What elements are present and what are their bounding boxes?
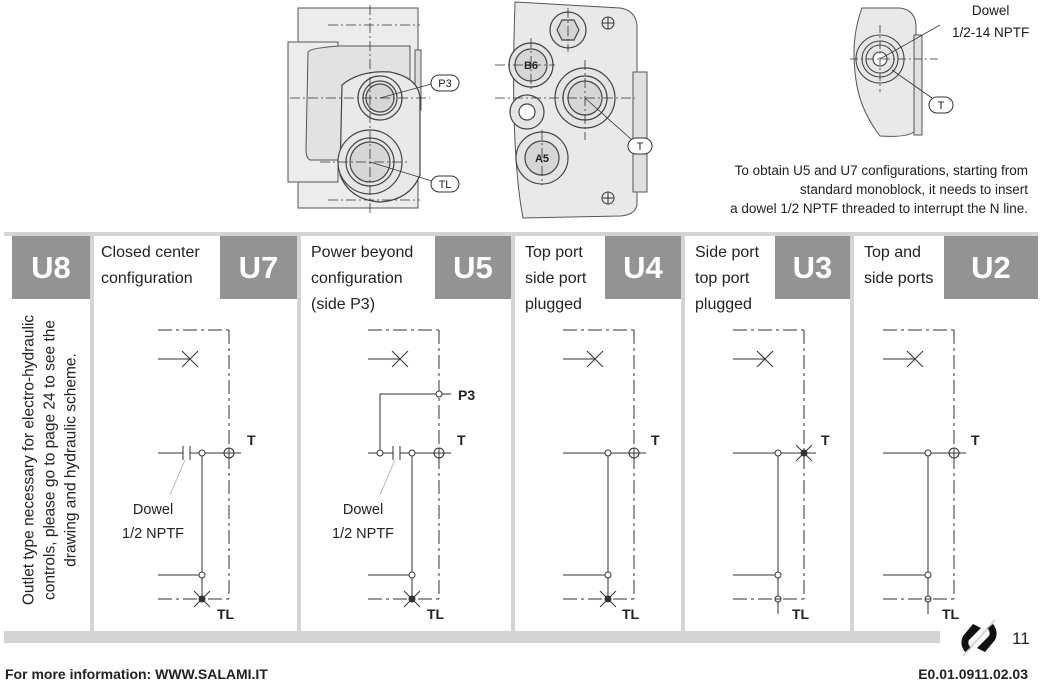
title-line: plugged [525, 296, 582, 313]
plug-cross-icon [906, 350, 924, 368]
dowel-leader [169, 459, 186, 496]
port-label-t: T [821, 432, 830, 448]
port-label-tl: TL [622, 606, 640, 622]
code-badge-u7: U7 [220, 236, 297, 299]
monoblock-side-view-drawing: P3 TL [287, 5, 460, 215]
dowel-text-line: Dowel [132, 502, 174, 518]
title-line: Power beyond [311, 244, 414, 261]
title-line: top port [695, 270, 750, 287]
title-line: Side port [695, 244, 760, 261]
salami-logo-icon [961, 619, 997, 657]
dowel-leader [379, 459, 396, 496]
port-label-tl: TL [792, 606, 810, 622]
dowel-text-line: 1/2 NPTF [332, 526, 395, 542]
junction-dot [774, 571, 782, 579]
title-line: configuration [311, 270, 403, 287]
configuration-note: To obtain U5 and U7 configurations, star… [730, 161, 1028, 218]
column-divider [681, 236, 685, 631]
dowel-thread-label: Dowel 1/2-14 NPTF [952, 0, 1029, 44]
note-line-2: standard monoblock, it needs to insert [799, 182, 1028, 197]
junction-dot [198, 449, 206, 457]
column-title-u4: Top port side port plugged [525, 240, 586, 318]
code-badge-u8: U8 [12, 236, 90, 299]
plug-cross-icon [586, 350, 604, 368]
dowel-text-line: 1/2 NPTF [122, 526, 185, 542]
junction-dot [408, 449, 416, 457]
plug-cross-icon [391, 350, 409, 368]
junction-dot [924, 449, 932, 457]
port-label-t: T [457, 432, 466, 448]
title-line: side port [525, 270, 587, 287]
column-title-u3: Side port top port plugged [695, 240, 759, 318]
column-divider [850, 236, 854, 631]
column-divider [90, 236, 94, 631]
more-info-link[interactable]: For more information: WWW.SALAMI.IT [5, 666, 268, 682]
callout-t-middle: T [637, 141, 644, 153]
code-badge-u4: U4 [605, 236, 681, 299]
port-p3-symbol [435, 390, 443, 398]
port-label-t: T [247, 432, 256, 448]
junction-dot [604, 571, 612, 579]
title-line: configuration [101, 270, 193, 287]
plug-cross-icon [599, 590, 617, 608]
callout-p3: P3 [438, 78, 451, 90]
plug-cross-icon [193, 590, 211, 608]
column-title-u7: Closed center configuration [101, 240, 200, 292]
note-line-3: a dowel 1/2 NPTF threaded to interrupt t… [730, 201, 1028, 216]
dowel-label-line-2: 1/2-14 NPTF [952, 25, 1030, 40]
callout-b6: B6 [524, 60, 538, 72]
dowel-label-line-1: Dowel [971, 3, 1010, 18]
title-line: plugged [695, 296, 752, 313]
port-label-t: T [651, 432, 660, 448]
port-label-tl: TL [942, 606, 960, 622]
junction-dot [774, 449, 782, 457]
code-badge-u3: U3 [775, 236, 850, 299]
code-badge-u5: U5 [435, 236, 511, 299]
port-label-t: T [971, 432, 980, 448]
column-title-u5: Power beyond configuration (side P3) [311, 240, 413, 318]
column-divider [297, 236, 301, 631]
dowel-text-line: Dowel [342, 502, 384, 518]
title-line: Closed center [101, 244, 200, 261]
junction-dot [376, 449, 384, 457]
top-drawings: P3 TL [0, 0, 1042, 225]
note-line-1: To obtain U5 and U7 configurations, star… [734, 163, 1028, 178]
title-line: (side P3) [311, 296, 376, 313]
column-title-u2: Top and side ports [864, 240, 933, 292]
port-label-tl: TL [217, 606, 235, 622]
title-line: Top and [864, 244, 921, 261]
plug-cross-icon [403, 590, 421, 608]
callout-t-right: T [938, 100, 945, 112]
grid-top-border [4, 232, 1038, 236]
junction-dot [198, 571, 206, 579]
title-line: side ports [864, 270, 934, 287]
callout-a5: A5 [535, 153, 549, 165]
plug-cross-icon [181, 350, 199, 368]
callout-tl: TL [439, 179, 452, 191]
plug-cross-icon [795, 444, 813, 462]
column-divider [511, 236, 515, 631]
title-line: Top port [525, 244, 583, 261]
code-badge-u2: U2 [944, 236, 1038, 299]
page-number: 11 [1012, 629, 1030, 648]
plug-cross-icon [756, 350, 774, 368]
document-code: E0.01.0911.02.03 [918, 666, 1028, 682]
junction-dot [408, 571, 416, 579]
dowel-annotation-u5: Dowel 1/2 NPTF [332, 498, 394, 546]
monoblock-outlet-detail-drawing: T [850, 7, 954, 137]
junction-dot [604, 449, 612, 457]
port-label-tl: TL [427, 606, 445, 622]
port-label-p3: P3 [458, 387, 476, 403]
monoblock-front-view-drawing: B6 A5 T [495, 1, 653, 219]
grid-bottom-border [4, 631, 940, 643]
junction-dot [924, 571, 932, 579]
dowel-annotation-u7: Dowel 1/2 NPTF [122, 498, 184, 546]
